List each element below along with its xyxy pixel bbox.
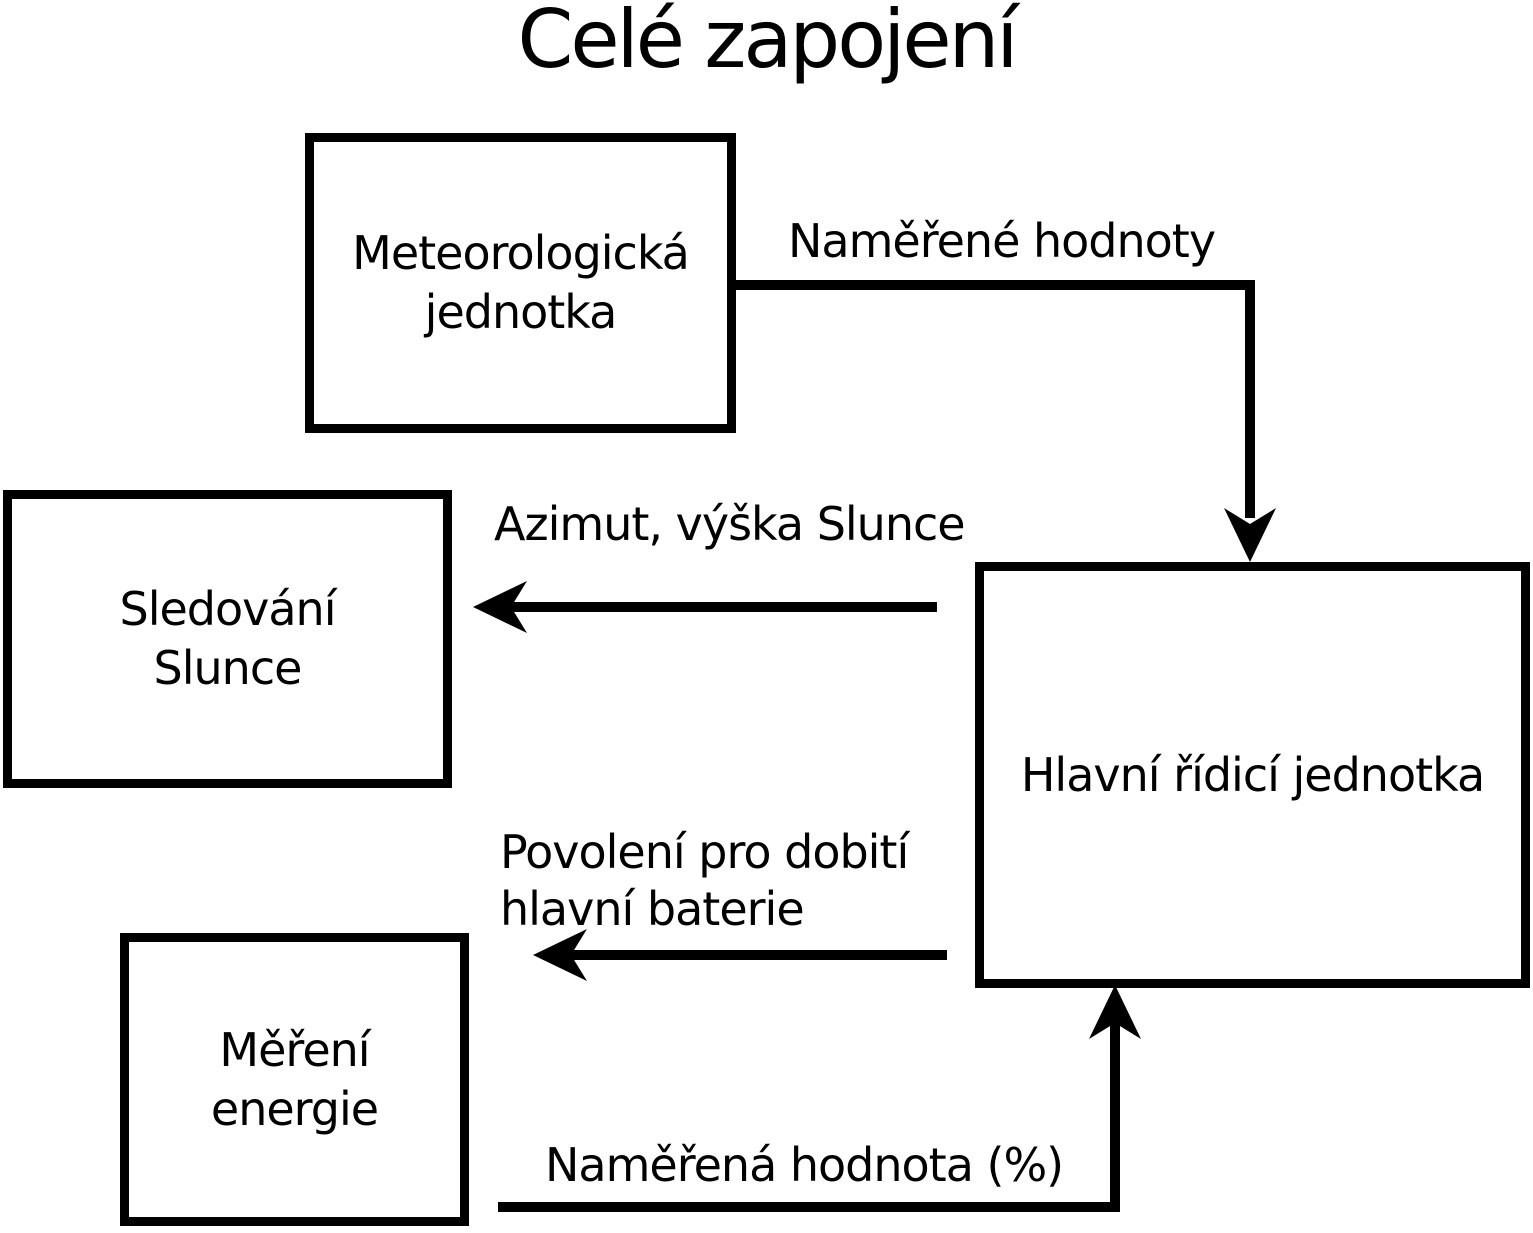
diagram-title: Celé zapojení — [517, 0, 1018, 86]
edge-charging-permission-arrowhead — [533, 929, 587, 981]
edge-label-charging-permission: Povolení pro dobití hlavní baterie — [500, 825, 909, 937]
edge-label-azimuth: Azimut, výška Slunce — [494, 497, 966, 551]
edge-measured-percentage-line — [498, 1020, 1120, 1212]
edge-measured-percentage-arrowhead — [1089, 985, 1141, 1039]
edge-measured-values-arrowhead — [1224, 508, 1276, 562]
node-main-control-unit-label: Hlavní řídicí jednotka — [1020, 747, 1485, 802]
node-main-control-unit: Hlavní řídicí jednotka — [975, 562, 1530, 988]
edge-measured-values-line — [730, 280, 1255, 518]
edge-azimuth-arrowhead — [473, 581, 527, 633]
node-meteorological-unit: Meteorologická jednotka — [305, 133, 736, 433]
node-sun-tracking-label: Sledování Slunce — [119, 582, 337, 695]
node-energy-measurement: Měření energie — [120, 933, 469, 1226]
node-meteorological-unit-label: Meteorologická jednotka — [352, 226, 690, 339]
node-energy-measurement-label: Měření energie — [210, 1022, 379, 1136]
node-sun-tracking: Sledování Slunce — [3, 490, 452, 788]
edge-label-measured-percentage: Naměřená hodnota (%) — [545, 1138, 1064, 1192]
edge-label-measured-values: Naměřené hodnoty — [788, 214, 1216, 268]
